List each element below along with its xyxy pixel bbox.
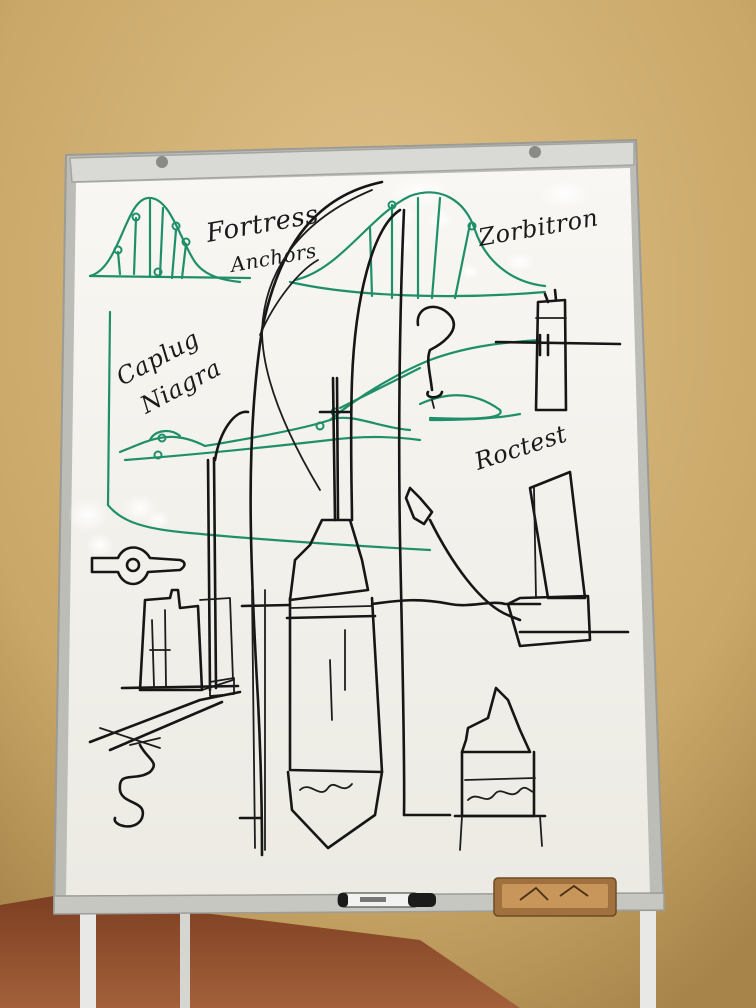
black-ink-sketch — [88, 180, 630, 857]
whiteboard — [66, 168, 650, 897]
clip-bolt-right — [529, 146, 541, 158]
eraser-icon[interactable] — [493, 877, 617, 917]
easel-leg-right — [640, 900, 656, 1008]
marker-icon[interactable] — [337, 892, 436, 908]
light-glare — [68, 176, 591, 557]
floor — [0, 895, 520, 1008]
clip-bar — [69, 141, 635, 183]
easel-leg-back — [180, 905, 190, 1008]
clip-bolt-left — [156, 156, 168, 168]
green-terrain-sketch — [88, 191, 547, 552]
easel-leg-left — [80, 900, 96, 1008]
